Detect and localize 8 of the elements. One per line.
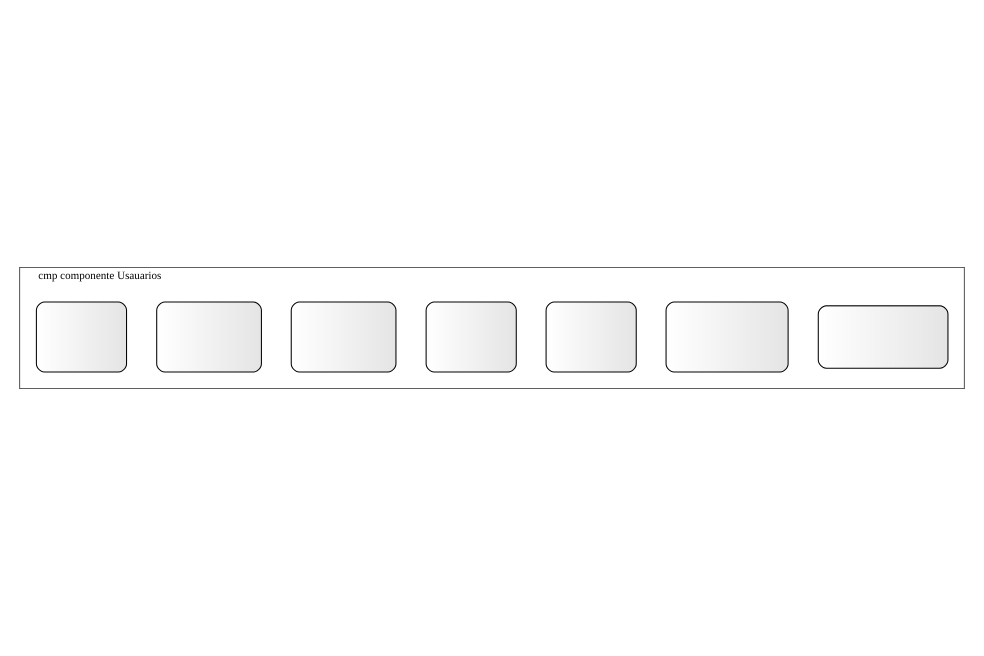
node-box [156,301,262,373]
cluster: cmp componente Usauarios [19,266,965,390]
node-box [36,301,128,373]
node-box [818,305,948,369]
node-box [546,301,637,373]
node-box [666,301,789,373]
node-box [290,301,396,373]
node-box [426,301,517,373]
